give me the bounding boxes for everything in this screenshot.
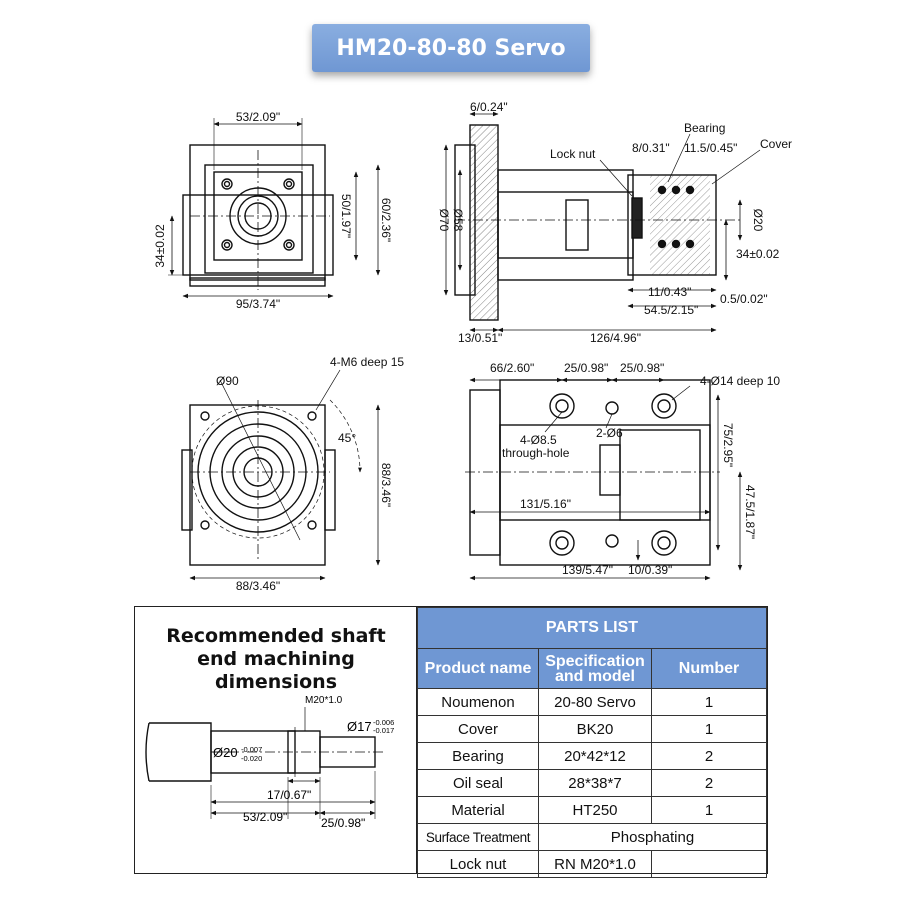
shaft-dia17-tol-up: -0.006 (373, 718, 394, 727)
cell-num: 2 (651, 742, 767, 770)
cell-spec: 28*38*7 (538, 769, 652, 797)
cell-name: Noumenon (417, 688, 539, 716)
shaft-end-drawing: M20*1.0 Ø17 -0.006 -0.017 Ø20 -0.007 -0.… (145, 695, 394, 830)
top-view (465, 377, 743, 581)
side-dim-11: 11/0.43" (648, 285, 691, 299)
cell-spec: RN M20*1.0 (538, 850, 652, 878)
shaft-dia20-tol-up: -0.007 (241, 745, 262, 754)
shaft-dia20: Ø20 (213, 745, 238, 760)
cover-label: Cover (760, 137, 792, 151)
top-dim-75: 75/2.95" (721, 423, 735, 467)
cell-spec: BK20 (538, 715, 652, 743)
col-specification: Specification and model (538, 648, 652, 689)
table-row: Bearing 20*42*12 2 (417, 742, 767, 770)
shaft-dia17: Ø17 (347, 719, 372, 734)
end-dim-angle: 45° (338, 431, 356, 445)
cell-name: Bearing (417, 742, 539, 770)
table-row: Noumenon 20-80 Servo 1 (417, 688, 767, 716)
top-dim-47-5: 47.5/1.87" (743, 485, 757, 539)
end-dim-dia90: Ø90 (216, 374, 239, 388)
front-view (168, 118, 381, 299)
top-dim-139: 139/5.47" (562, 563, 613, 577)
lock-nut-label: Lock nut (550, 147, 596, 161)
shaft-end-title: Recommended shaft end machining dimensio… (135, 625, 417, 694)
top-dim-through: through-hole (502, 446, 570, 460)
cell-spec: HT250 (538, 796, 652, 824)
front-dim-left: 34±0.02 (153, 224, 167, 268)
col-number: Number (651, 648, 767, 689)
cell-spec: 20*42*12 (538, 742, 652, 770)
cell-name: Surface Treatment (417, 823, 539, 851)
side-dim-dia58: Ø58 (451, 209, 465, 232)
technical-drawings: 53/2.09" 95/3.74" 34±0.02 50/1.97" 60/2.… (153, 100, 792, 593)
front-dim-inner: 50/1.97" (339, 194, 353, 238)
table-row: Material HT250 1 (417, 796, 767, 824)
side-dim-length: 126/4.96" (590, 331, 641, 345)
front-dim-bottom: 95/3.74" (236, 297, 280, 311)
side-dim-dia20: Ø20 (751, 209, 765, 232)
cell-spec: Phosphating (538, 823, 767, 851)
top-dim-holes6: 2-Ø6 (596, 426, 623, 440)
parts-list-title: PARTS LIST (417, 607, 767, 649)
top-dim-25b: 25/0.98" (620, 361, 664, 375)
side-dim-offset: 13/0.51" (458, 331, 502, 345)
table-row: Lock nut RN M20*1.0 (417, 850, 767, 878)
cell-name: Cover (417, 715, 539, 743)
cell-num (651, 850, 767, 878)
cell-name: Oil seal (417, 769, 539, 797)
cell-name: Material (417, 796, 539, 824)
front-dim-outer: 60/2.36" (379, 198, 393, 242)
cell-name: Lock nut (417, 850, 539, 878)
side-dim-flange: 6/0.24" (470, 100, 508, 114)
side-dim-dia70: Ø70 (437, 209, 451, 232)
side-dim-34: 34±0.02 (736, 247, 780, 261)
side-dim-54-5: 54.5/2.15" (644, 303, 698, 317)
side-dim-11-5: 11.5/0.45" (684, 141, 737, 155)
top-dim-10: 10/0.39" (628, 563, 672, 577)
top-dim-66: 66/2.60" (490, 361, 534, 375)
shaft-end-title-line1: Recommended shaft (166, 625, 386, 647)
shaft-end-panel: Recommended shaft end machining dimensio… (135, 607, 417, 873)
cell-num: 1 (651, 796, 767, 824)
side-view (443, 111, 761, 333)
cell-spec: 20-80 Servo (538, 688, 652, 716)
table-row: Surface Treatment Phosphating (417, 823, 767, 851)
end-dim-holes: 4-M6 deep 15 (330, 355, 404, 369)
page-title: HM20-80-80 Servo (312, 24, 590, 72)
top-dim-131: 131/5.16" (520, 497, 571, 511)
side-dim-0-5: 0.5/0.02" (720, 292, 768, 306)
end-dim-height: 88/3.46" (379, 463, 393, 507)
bottom-panel: Recommended shaft end machining dimensio… (134, 606, 768, 878)
top-dim-holes14: 4-Ø14 deep 10 (700, 374, 780, 388)
shaft-end-title-line2: end machining dimensions (197, 648, 355, 693)
parts-list-table: PARTS LIST Product name Specification an… (417, 607, 767, 878)
top-dim-holes8: 4-Ø8.5 (520, 433, 557, 447)
shaft-thread: M20*1.0 (305, 695, 343, 706)
cell-num: 1 (651, 688, 767, 716)
shaft-dia20-tol-low: -0.020 (241, 754, 262, 763)
shaft-dim-25: 25/0.98" (321, 816, 365, 830)
bearing-label: Bearing (684, 121, 725, 135)
front-dim-top: 53/2.09" (236, 110, 280, 124)
shaft-dia17-tol-low: -0.017 (373, 726, 394, 735)
end-dim-width: 88/3.46" (236, 579, 280, 593)
shaft-dim-53: 53/2.09" (243, 810, 287, 824)
table-row: Oil seal 28*38*7 2 (417, 769, 767, 797)
col-product-name: Product name (417, 648, 539, 689)
table-row: Cover BK20 1 (417, 715, 767, 743)
top-dim-25a: 25/0.98" (564, 361, 608, 375)
cell-num: 1 (651, 715, 767, 743)
shaft-dim-17: 17/0.67" (267, 788, 311, 802)
end-view (181, 369, 381, 581)
cell-num: 2 (651, 769, 767, 797)
side-dim-8: 8/0.31" (632, 141, 670, 155)
